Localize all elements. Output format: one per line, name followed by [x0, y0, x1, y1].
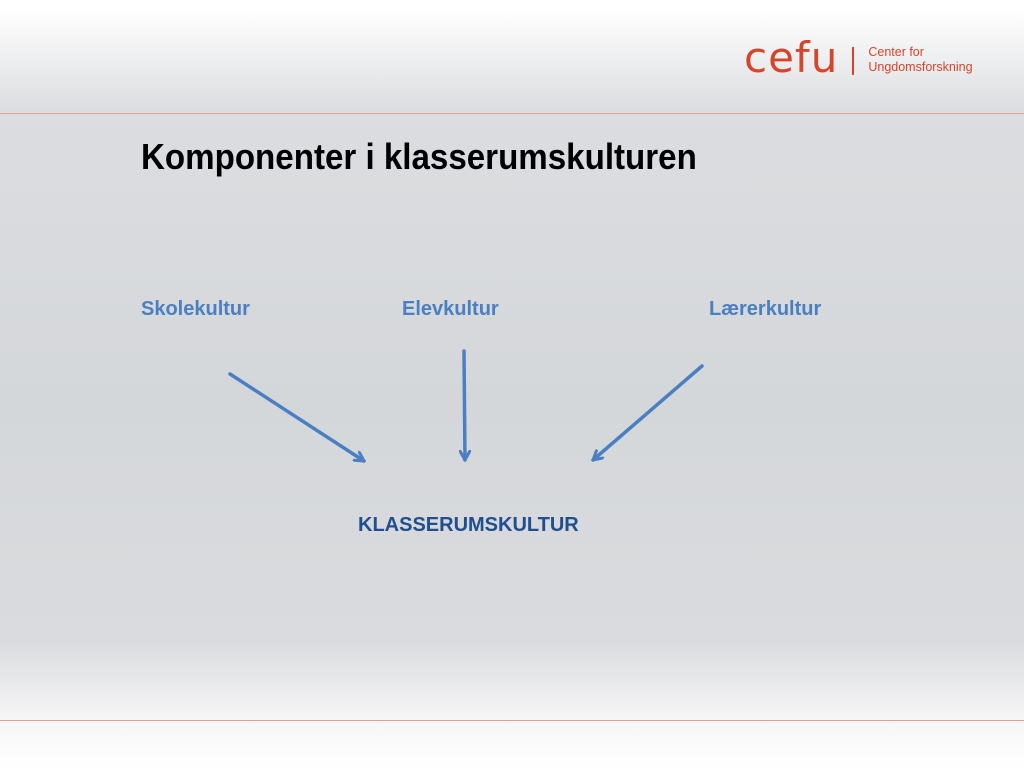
node-klasserumskultur: KLASSERUMSKULTUR: [358, 514, 579, 536]
logo-tagline: Center for Ungdomsforskning: [868, 45, 972, 75]
arrow-laererkultur-to-klasserumskultur: [591, 364, 704, 462]
cefu-logo: cefu Center for Ungdomsforskning: [744, 36, 973, 80]
logo-tagline-line1: Center for: [868, 45, 924, 59]
arrow-elevkultur-to-klasserumskultur: [464, 349, 465, 462]
node-skolekultur: Skolekultur: [141, 298, 250, 320]
slide-title: Komponenter i klasserumskulturen: [141, 136, 697, 177]
node-laererkultur: Lærerkultur: [709, 298, 822, 320]
header-divider: [0, 113, 1024, 114]
arrow-skolekultur-to-klasserumskultur: [228, 372, 366, 463]
node-elevkultur: Elevkultur: [402, 298, 499, 320]
footer-divider: [0, 720, 1024, 721]
logo-divider: [852, 47, 855, 75]
logo-wordmark: cefu: [744, 33, 839, 82]
logo-tagline-line2: Ungdomsforskning: [868, 60, 973, 74]
